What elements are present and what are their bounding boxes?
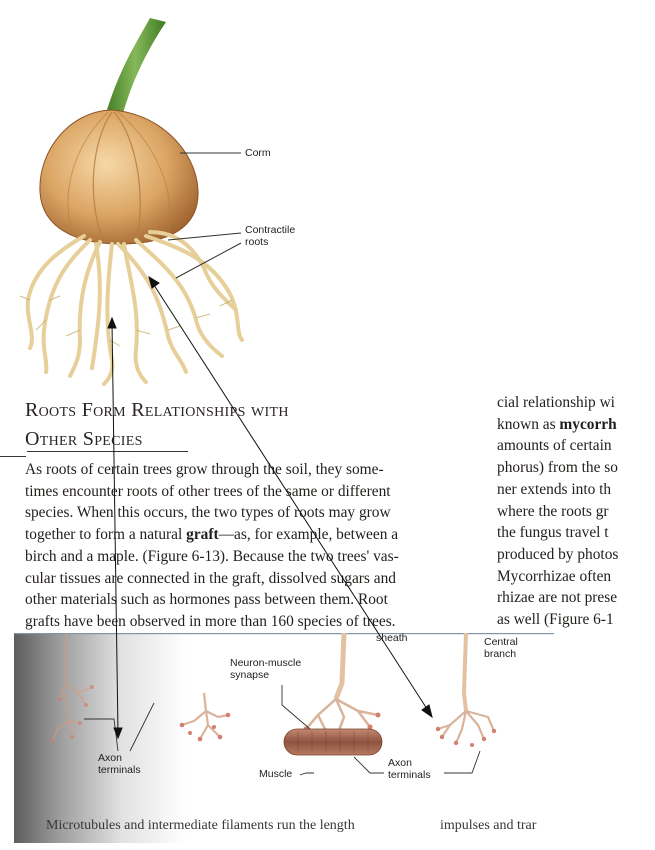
central-branch-label-line2: branch xyxy=(484,648,517,660)
corm-illustration xyxy=(19,18,244,386)
right-line: produced by photos xyxy=(497,545,619,563)
corm-bulb xyxy=(39,109,199,245)
corm-label: Corm xyxy=(245,147,271,159)
contractile-roots xyxy=(25,230,244,386)
central-branch-label: Central branch xyxy=(484,636,518,660)
axon-terminals-right-line1: Axon xyxy=(388,757,412,769)
body-line: species. When this occurs, the two types… xyxy=(25,504,391,522)
right-line: the fungus travel t xyxy=(497,524,609,542)
body-line: together to form a natural graft—as, for… xyxy=(25,526,399,544)
section-heading-line2: Other Species xyxy=(25,428,143,450)
right-line: rhizae are not prese xyxy=(497,589,618,607)
article-body: As roots of certain trees grow through t… xyxy=(25,459,457,633)
right-line: cial relationship wi xyxy=(497,394,615,411)
contractile-roots-label-line1: Contractile xyxy=(245,224,296,236)
axon-terminals-right-line2: terminals xyxy=(388,769,431,781)
right-line: amounts of certain xyxy=(497,437,612,455)
stem xyxy=(104,18,166,124)
body-line: birch and a maple. (Figure 6-13). Becaus… xyxy=(25,547,399,565)
right-column-text: cial relationship wi known as mycorrh am… xyxy=(497,392,655,631)
muscle-label: Muscle xyxy=(259,768,293,780)
section-heading-line1: Roots Form Relationships with xyxy=(25,399,289,421)
axon-terminals-left-line1: Axon xyxy=(98,752,122,764)
central-branch-label-line1: Central xyxy=(484,636,518,648)
axon-terminals-left-line2: terminals xyxy=(98,764,141,776)
bottom-caption-left: Microtubules and intermediate filaments … xyxy=(46,818,355,833)
bold-term: mycorrh xyxy=(559,415,617,433)
body-line: times encounter roots of other trees of … xyxy=(25,482,391,500)
bottom-caption-right: impulses and trar xyxy=(440,818,537,833)
axon-terminals-right-label: Axon terminals xyxy=(388,757,431,781)
neuron-muscle-synapse-line1: Neuron-muscle xyxy=(230,657,302,669)
sheath-label: sheath xyxy=(376,633,408,644)
heading-rule xyxy=(27,451,188,453)
right-line: where the roots gr xyxy=(497,502,609,520)
body-line: grafts have been observed in more than 1… xyxy=(25,612,396,630)
body-line: other materials such as hormones pass be… xyxy=(25,591,388,609)
right-line: Mycorrhizae often xyxy=(497,567,612,585)
contractile-roots-label: Contractile roots xyxy=(245,224,295,248)
right-line: known as mycorrh xyxy=(497,415,617,433)
muscle-fiber xyxy=(283,728,383,756)
neuron-muscle-synapse-line2: synapse xyxy=(230,669,270,681)
right-line: phorus) from the so xyxy=(497,459,618,477)
axon-terminals-left-label: Axon terminals xyxy=(98,752,141,776)
section-heading: Roots Form Relationships with Other Spec… xyxy=(25,396,445,454)
contractile-roots-label-line2: roots xyxy=(245,236,269,248)
neuron-muscle-panel: sheath Central branch Neuron-muscle syna… xyxy=(14,633,554,843)
neuron-muscle-synapse-label: Neuron-muscle synapse xyxy=(230,657,301,681)
right-line: ner extends into th xyxy=(497,480,612,498)
margin-rule xyxy=(0,456,26,458)
right-line: as well (Figure 6-1 xyxy=(497,611,614,629)
body-line: cular tissues are connected in the graft… xyxy=(25,569,396,587)
bold-term: graft xyxy=(186,526,219,544)
body-line: As roots of certain trees grow through t… xyxy=(25,461,384,478)
